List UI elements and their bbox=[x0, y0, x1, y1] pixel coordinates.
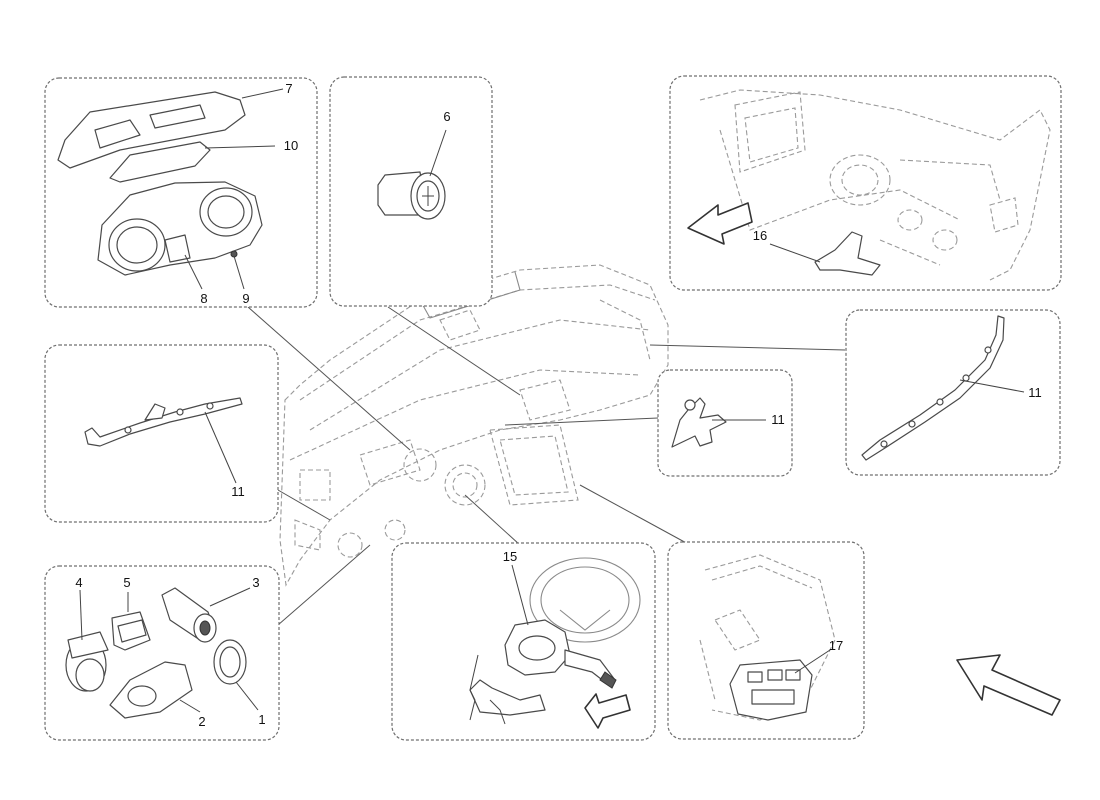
callout-16: 16 bbox=[753, 228, 767, 243]
panel-clip-11: 11 bbox=[657, 369, 793, 477]
trim-strip-right-part bbox=[861, 315, 1005, 461]
panel-trim-left: 11 bbox=[44, 344, 279, 523]
callout-5: 5 bbox=[123, 575, 130, 590]
connector-lines bbox=[247, 306, 846, 626]
callout-6: 6 bbox=[443, 109, 450, 124]
callout-7: 7 bbox=[285, 81, 292, 96]
panel-lighter-switches: 4 5 3 2 1 bbox=[44, 565, 280, 741]
panel-vent-17: 17 bbox=[667, 541, 865, 740]
panel-steering-15: 15 bbox=[391, 542, 656, 741]
panel-instrument-cluster: 7 10 8 9 bbox=[44, 77, 318, 308]
callout-11-center: 11 bbox=[771, 412, 785, 427]
callout-15: 15 bbox=[503, 549, 517, 564]
callout-3: 3 bbox=[252, 575, 259, 590]
callout-17: 17 bbox=[829, 638, 843, 653]
callout-11-left: 11 bbox=[231, 484, 245, 499]
callout-10: 10 bbox=[284, 138, 298, 153]
callout-8: 8 bbox=[200, 291, 207, 306]
cluster-trim-part bbox=[109, 141, 211, 183]
bracket-part bbox=[814, 231, 881, 276]
panel-bracket-16: 16 bbox=[669, 75, 1062, 291]
panel-view-arrow-icon bbox=[687, 202, 753, 245]
panel-view-arrow-icon bbox=[584, 693, 631, 729]
panel-switch-6: 6 bbox=[329, 76, 493, 307]
callout-4: 4 bbox=[75, 575, 82, 590]
view-direction-arrow-icon bbox=[956, 654, 1061, 716]
callout-1: 1 bbox=[258, 712, 265, 727]
trim-strip-left-part bbox=[84, 397, 243, 447]
dashboard-outline bbox=[279, 264, 669, 587]
callout-11-right: 11 bbox=[1028, 385, 1042, 400]
panel-trim-right: 11 bbox=[845, 309, 1061, 476]
callout-2: 2 bbox=[198, 714, 205, 729]
callout-9: 9 bbox=[242, 291, 249, 306]
